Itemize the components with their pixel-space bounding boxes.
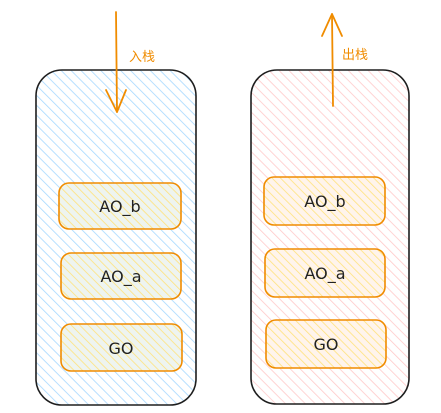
frame-ao-b: AO_b [263,176,386,226]
frame-label: GO [109,339,134,358]
frame-label: AO_b [304,192,345,212]
frame-label: AO_b [99,197,140,217]
push-arrow-icon [105,11,127,113]
frame-label: AO_a [100,267,141,287]
push-label: 入栈 [129,50,155,65]
pop-label: 出栈 [342,48,368,63]
pop-arrow-icon [321,13,343,107]
frame-label: GO [314,335,339,354]
frame-go: GO [265,319,387,369]
frame-ao-a: AO_a [264,248,386,298]
frame-ao-b: AO_b [58,182,182,230]
frame-ao-a: AO_a [60,252,182,300]
push-stack: AO_b AO_a GO 入栈 [35,11,197,406]
frame-label: AO_a [304,264,345,284]
frame-go: GO [60,323,183,372]
pop-stack: AO_b AO_a GO 出栈 [250,13,410,405]
